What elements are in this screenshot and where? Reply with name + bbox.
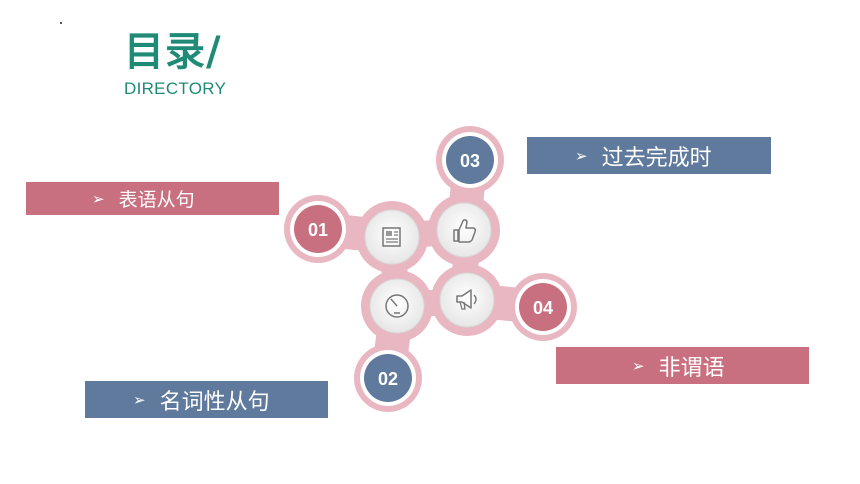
thumbs-up-icon: [436, 202, 492, 258]
toc-item-4-label: 非谓语: [658, 355, 725, 381]
num-badge-01-text: 01: [308, 220, 328, 240]
num-badge-03[interactable]: 03: [442, 132, 498, 188]
page-title: 目录/: [124, 29, 222, 75]
toc-item-2-label: 名词性从句: [159, 389, 270, 415]
bullet-arrow-icon: ➢: [575, 146, 588, 165]
num-badge-03-text: 03: [460, 151, 480, 171]
num-badge-02-text: 02: [378, 369, 398, 389]
num-badge-02[interactable]: 02: [360, 350, 416, 406]
toc-item-3-label: 过去完成时: [601, 145, 712, 171]
toc-item-2-bar[interactable]: ➢ 名词性从句: [85, 381, 328, 418]
toc-item-1-bar[interactable]: ➢ 表语从句: [26, 182, 279, 215]
bullet-arrow-icon: ➢: [92, 189, 105, 208]
bullet-arrow-icon: ➢: [632, 356, 645, 375]
toc-item-3-bar[interactable]: ➢ 过去完成时: [527, 137, 771, 174]
corner-dot: [60, 22, 62, 24]
connector-shape: [284, 126, 577, 412]
page-subtitle: DIRECTORY: [124, 79, 227, 98]
num-badge-01[interactable]: 01: [290, 201, 346, 257]
gauge-icon: [369, 278, 425, 334]
megaphone-icon: [439, 272, 495, 328]
toc-item-1-label: 表语从句: [118, 189, 195, 211]
num-badge-04[interactable]: 04: [515, 279, 571, 335]
num-badge-04-text: 04: [533, 298, 553, 318]
toc-item-4-bar[interactable]: ➢ 非谓语: [556, 347, 809, 384]
newspaper-icon: [364, 209, 420, 265]
bullet-arrow-icon: ➢: [133, 390, 146, 409]
